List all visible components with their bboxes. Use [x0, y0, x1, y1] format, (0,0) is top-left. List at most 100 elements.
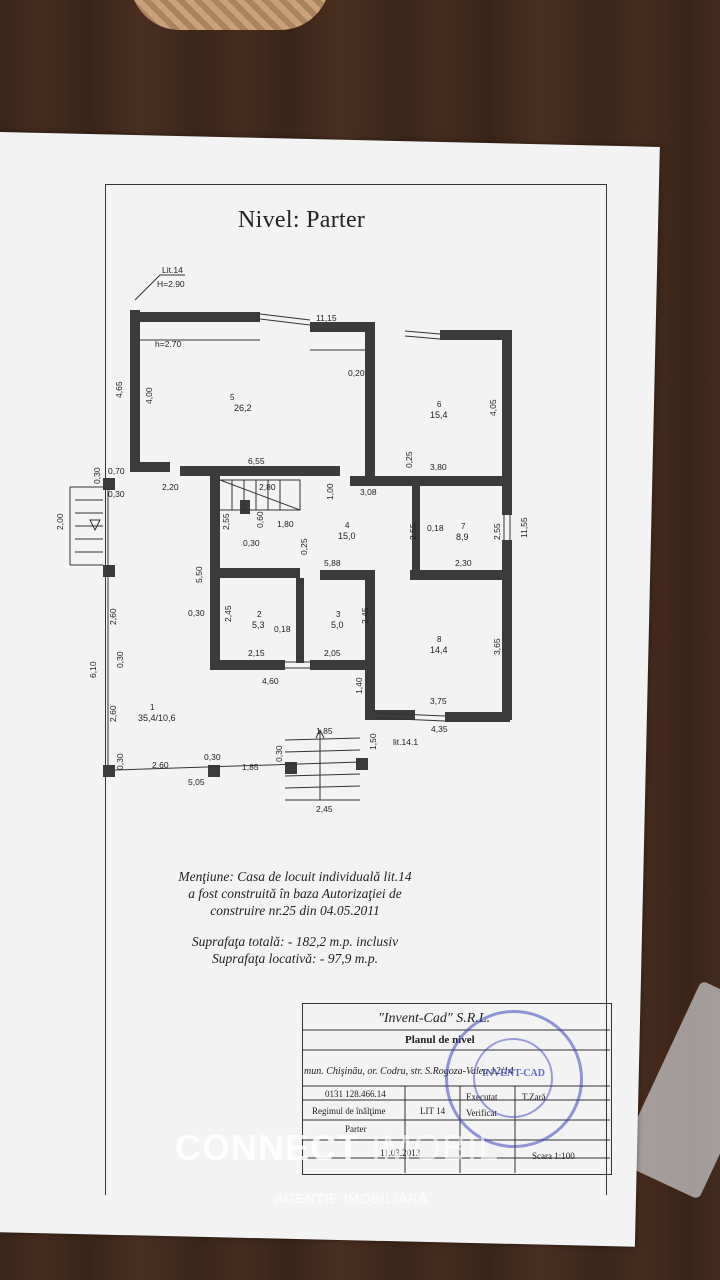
- room-no: 5: [230, 393, 235, 402]
- dimension: 0,18: [427, 523, 444, 533]
- dimension: 0,18: [274, 624, 291, 634]
- wall: [310, 660, 375, 670]
- dimension: 4,60: [262, 676, 279, 686]
- dimension: 2,15: [248, 648, 265, 658]
- dimension: 0,30: [204, 752, 221, 762]
- room-area: 26,2: [234, 403, 252, 413]
- page-title: Nivel: Parter: [238, 207, 366, 233]
- room-area: 14,4: [430, 645, 448, 655]
- dimension: 2,80: [259, 482, 276, 492]
- title-block: [302, 1003, 612, 1175]
- room-no: 1: [150, 703, 155, 712]
- watermark-brand-b: IMOBIL: [360, 1127, 500, 1168]
- wall: [410, 570, 505, 580]
- dimension: 5,50: [194, 566, 204, 583]
- dimension: 0,25: [299, 538, 309, 555]
- wall: [365, 570, 375, 720]
- dimension: 4,35: [431, 724, 448, 734]
- wall: [445, 712, 510, 722]
- wicker-basket: [130, 0, 330, 30]
- dimension: 2,60: [152, 760, 169, 770]
- room-no: 8: [437, 635, 442, 644]
- dimension: 2,30: [455, 558, 472, 568]
- drawing-frame: [105, 184, 607, 1195]
- note-line: a fost construită în baza Autorizaţiei d…: [188, 886, 402, 901]
- column: [208, 765, 220, 777]
- dimension: 5,05: [188, 777, 205, 787]
- regime-label: Regimul de înălţime: [312, 1106, 386, 1116]
- dimension: 11,55: [519, 517, 529, 538]
- room-no: 4: [345, 521, 350, 530]
- dimension: 11,15: [316, 313, 337, 323]
- seal-stamp: [445, 1010, 583, 1148]
- dimension: 0,30: [115, 651, 125, 668]
- room-no: 7: [461, 522, 466, 531]
- column: [103, 565, 115, 577]
- column: [103, 478, 115, 490]
- wall: [502, 335, 512, 515]
- dimension: 3,80: [430, 462, 447, 472]
- wall: [440, 330, 512, 340]
- dimension: 6,10: [88, 661, 98, 678]
- dimension: 3,65: [492, 638, 502, 655]
- wall: [130, 462, 170, 472]
- dimension: 2,00: [55, 513, 65, 530]
- note-line: Menţiune: Casa de locuit individuală lit…: [178, 869, 412, 884]
- dimension: 1,85: [242, 762, 259, 772]
- dimension: 0,30: [243, 538, 260, 548]
- dimension: 0,25: [404, 451, 414, 468]
- dimension: 0,60: [255, 511, 265, 528]
- label-height-top: H=2.90: [157, 279, 185, 289]
- room-area: 15,4: [430, 410, 448, 420]
- dimension: 0,30: [92, 467, 102, 484]
- dimension: 2,45: [316, 804, 333, 814]
- dimension: 0,30: [188, 608, 205, 618]
- wall: [296, 578, 304, 663]
- room-area: 8,9: [456, 532, 469, 542]
- regime-value: Parter: [345, 1124, 367, 1134]
- room-area: 15,0: [338, 531, 356, 541]
- dimension: 1,80: [277, 519, 294, 529]
- cadastral-code: 0131 128.466.14: [325, 1089, 386, 1099]
- wall: [180, 466, 340, 476]
- room-area: 5,0: [331, 620, 344, 630]
- label-inner-height: h=2.70: [155, 339, 182, 349]
- column: [103, 765, 115, 777]
- note-line: Suprafaţa totală: - 182,2 m.p. inclusiv: [191, 934, 399, 949]
- wall: [365, 332, 375, 482]
- wall: [320, 570, 375, 580]
- wall: [365, 710, 415, 720]
- wall: [310, 322, 375, 332]
- dimension: 2,55: [408, 523, 418, 540]
- label-lit-stair: lit.14.1: [393, 737, 418, 747]
- dimension: 3,08: [360, 487, 377, 497]
- wall: [350, 476, 505, 486]
- address: mun. Chişinău, or. Codru, str. S.Rogoza-…: [304, 1066, 514, 1077]
- dimension: 1,85: [316, 726, 333, 736]
- dimension: 4,65: [114, 381, 124, 398]
- wall: [210, 660, 285, 670]
- dimension: 2,55: [221, 513, 231, 530]
- dimension: 2,55: [492, 523, 502, 540]
- note-line: construire nr.25 din 04.05.2011: [210, 903, 380, 918]
- dimension: 4,05: [488, 399, 498, 416]
- dimension: 1,00: [325, 483, 335, 500]
- watermark-logo: CONNECT IMOBIL: [175, 1127, 499, 1169]
- watermark-brand-a: CONNECT: [175, 1127, 360, 1168]
- room-no: 2: [257, 610, 262, 619]
- dimension: 3,75: [430, 696, 447, 706]
- room-no: 6: [437, 400, 442, 409]
- date-value: 11.03.2013: [380, 1148, 421, 1158]
- label-lit-top: Lit.14: [162, 265, 183, 275]
- seal-stamp-inner: [473, 1038, 553, 1118]
- room-area: 35,4/10,6: [138, 713, 176, 723]
- dimension: 2,20: [162, 482, 179, 492]
- seal-text: INVENT-CAD: [482, 1068, 545, 1079]
- wall: [502, 540, 512, 720]
- dimension: 0,30: [274, 745, 284, 762]
- company-name: "Invent-Cad" S.R.L.: [378, 1011, 491, 1026]
- column: [285, 762, 297, 774]
- dimension: 2,60: [108, 705, 118, 722]
- dimension: 2,45: [223, 605, 233, 622]
